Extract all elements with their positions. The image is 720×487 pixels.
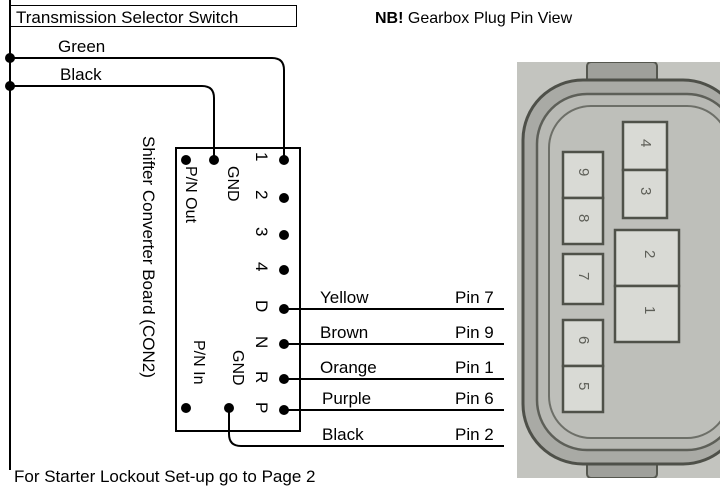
black-junction-dot [5,81,15,91]
plug-view-note: NB! Gearbox Plug Pin View [375,10,572,28]
plug-pin-5: 5 [575,382,592,391]
pn-out-pin-label: P/N Out [182,166,199,223]
pin-label-3: 3 [252,227,271,237]
pin-label-p: P [252,402,271,414]
purple-label: Purple [322,389,372,408]
gearbox-plug-photo: 4 3 9 8 2 1 7 6 5 [517,62,720,478]
pin-label-2: 2 [252,190,271,200]
plug-pin-1: 1 [641,306,658,315]
pin-label-d: D [252,300,271,313]
black-label: Black [322,425,364,444]
green-wire [10,57,285,160]
black-wire-label: Black [60,65,102,84]
yellow-label: Yellow [320,288,369,307]
note-text: Gearbox Plug Pin View [403,10,573,27]
gnd-pin-dot [209,155,219,165]
black-wire [10,85,215,160]
orange-label: Orange [320,358,377,377]
pn-in-pin-label: P/N In [190,340,207,385]
footer-note: For Starter Lockout Set-up go to Page 2 [14,467,316,486]
pin-label-1: 1 [252,152,271,162]
pn-out-pin-dot [181,155,191,165]
orange-pin-label: Pin 1 [455,358,494,377]
board-name: Shifter Converter Board (CON2) [139,136,158,378]
purple-pin-label: Pin 6 [455,389,494,408]
plug-pin-6: 6 [575,336,592,345]
plug-pin-8: 8 [575,214,592,223]
brown-pin-label: Pin 9 [455,323,494,342]
note-bold: NB! [375,10,404,27]
title-box: Transmission Selector Switch [9,5,297,27]
black-ground-wire [228,408,504,447]
black-pin-label: Pin 2 [455,425,494,444]
pin-label-r: R [252,371,271,384]
green-junction-dot [5,53,15,63]
plug-pin-7: 7 [575,272,592,281]
gnd2-pin-label: GND [229,350,246,386]
plug-pin-9: 9 [575,168,592,177]
brown-label: Brown [320,323,369,342]
plug-pin-3: 3 [637,187,654,196]
yellow-pin-label: Pin 7 [455,288,494,307]
pin-label-n: N [252,336,271,349]
pin-4-dot [279,265,289,275]
pin-3-dot [279,230,289,240]
pn-in-pin-dot [181,403,191,413]
title-text: Transmission Selector Switch [16,8,239,27]
pin-2-dot [279,193,289,203]
gearbox-plug-illustration [517,62,720,478]
plug-pin-4: 4 [637,139,654,148]
plug-pin-2: 2 [641,250,658,259]
pin-label-4: 4 [252,262,271,272]
shifter-board-outline [175,147,301,432]
green-wire-label: Green [58,37,106,56]
gnd-pin-label: GND [224,166,241,202]
pin-1-dot [279,155,289,165]
